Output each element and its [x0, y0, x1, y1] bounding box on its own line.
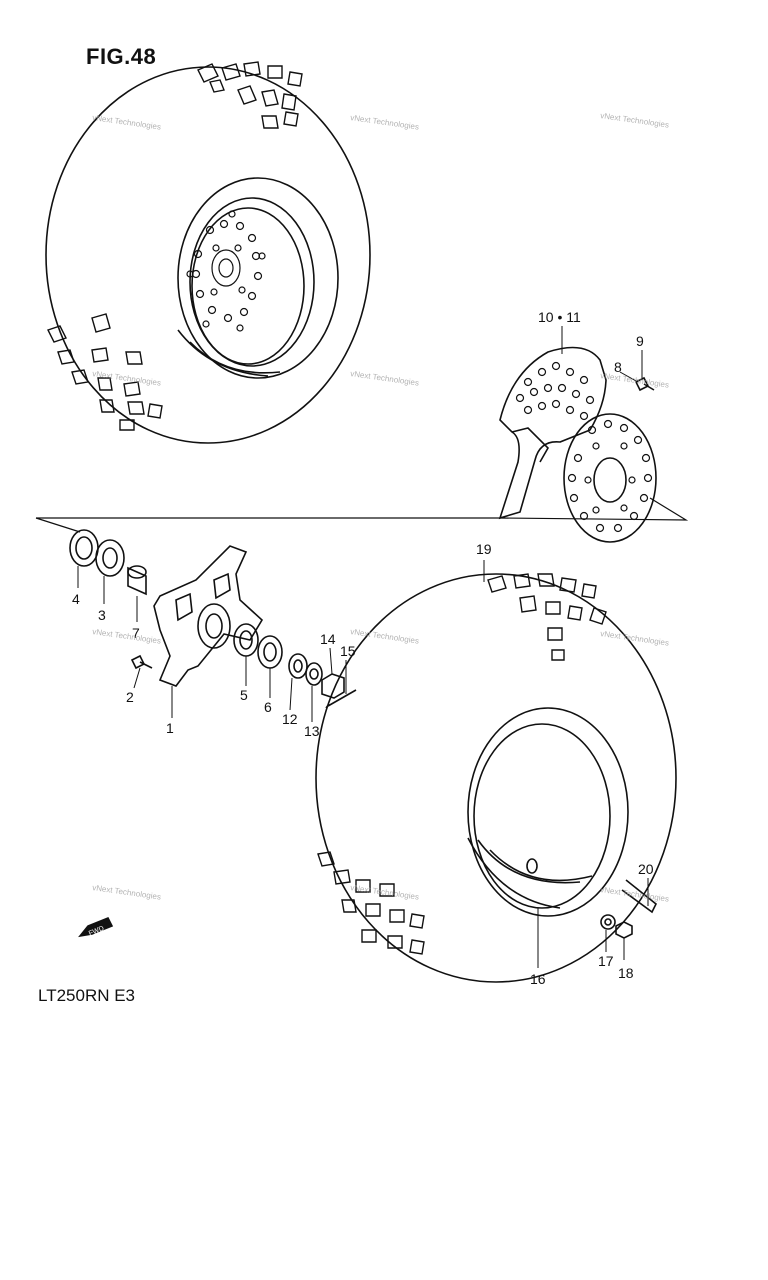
model-code: LT250RN E3 [38, 986, 136, 1005]
watermark-5: vNext Technologies [350, 369, 420, 388]
callout-10-11: 10 • 11 [538, 309, 581, 325]
watermark-6: vNext Technologies [600, 371, 670, 390]
upper-tire [45, 61, 371, 444]
callout-16: 16 [530, 971, 546, 987]
callout-2: 2 [126, 689, 134, 705]
watermark-3: vNext Technologies [600, 111, 670, 130]
callout-12: 12 [282, 711, 298, 727]
callout-7: 7 [132, 625, 140, 641]
callout-6: 6 [264, 699, 272, 715]
callout-9: 9 [636, 333, 644, 349]
watermark-7: vNext Technologies [92, 627, 162, 646]
leader-lines [77, 326, 649, 968]
callout-19: 19 [476, 541, 492, 557]
callout-15: 15 [340, 643, 356, 659]
callout-3: 3 [98, 607, 106, 623]
callout-8: 8 [614, 359, 622, 375]
watermark-10: vNext Technologies [92, 883, 162, 902]
brake-disc-assembly [35, 346, 689, 543]
figure-title: FIG.48 [86, 44, 157, 69]
callout-18: 18 [618, 965, 634, 981]
callout-17: 17 [598, 953, 614, 969]
callout-4: 4 [72, 591, 80, 607]
watermark-4: vNext Technologies [92, 369, 162, 388]
callout-20: 20 [638, 861, 654, 877]
callout-13: 13 [304, 723, 320, 739]
callout-5: 5 [240, 687, 248, 703]
callout-1: 1 [166, 720, 174, 736]
callout-14: 14 [320, 631, 336, 647]
watermark-11: vNext Technologies [350, 883, 420, 902]
wheel-hub-assembly [69, 529, 357, 709]
watermark-9: vNext Technologies [600, 629, 670, 648]
watermarks: vNext Technologies vNext Technologies vN… [92, 111, 670, 904]
watermark-2: vNext Technologies [350, 113, 420, 132]
watermark-1: vNext Technologies [92, 113, 162, 132]
lower-tire [78, 573, 677, 983]
